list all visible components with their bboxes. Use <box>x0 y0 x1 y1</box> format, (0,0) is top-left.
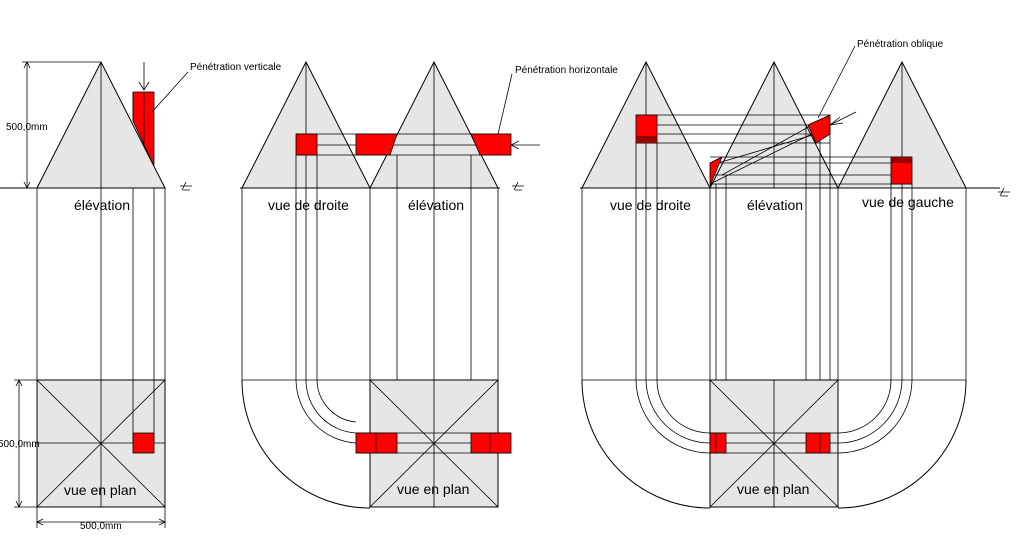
panel-vertical-penetration: Pénétration verticale 500,0mm 500,0mm 50… <box>0 60 282 532</box>
horizontal-prism-plan-entry <box>355 432 398 454</box>
label-left-view-3: vue de gauche <box>862 194 954 210</box>
label-plan-2: vue en plan <box>397 481 469 497</box>
label-elevation-1: élévation <box>74 197 130 213</box>
annotation-vertical: Pénétration verticale <box>190 62 282 73</box>
oblique-prism-plan-entry <box>709 432 727 454</box>
label-plan-3: vue en plan <box>737 481 809 497</box>
label-elevation-2: élévation <box>408 197 464 213</box>
annotation-oblique: Pénétration oblique <box>857 39 944 50</box>
panel-horizontal-penetration: Pénétration horizontale vue de droite él… <box>240 60 618 509</box>
rotation-arc-outer <box>241 379 371 509</box>
oblique-prism-plan-exit <box>805 432 831 454</box>
horizontal-prism-entry <box>355 133 398 156</box>
horizontal-prism-right-view <box>295 133 318 156</box>
label-plan-1: vue en plan <box>64 482 136 498</box>
rotation-arc-right-outer <box>837 379 967 509</box>
vertical-prism-plan <box>132 432 155 454</box>
horizontal-prism-exit <box>470 133 512 156</box>
dimension-depth-label: 500,0mm <box>0 439 40 450</box>
horizontal-prism-plan-exit <box>470 432 512 454</box>
label-right-view-2: vue de droite <box>268 197 349 213</box>
dimension-width-label: 500,0mm <box>80 521 122 532</box>
ground-line-markers <box>180 181 1010 197</box>
annotation-horizontal: Pénétration horizontale <box>515 65 618 76</box>
rotation-arc-left-outer <box>581 379 711 509</box>
panel-oblique-penetration: Pénétration oblique <box>580 39 1000 509</box>
dimension-height-label: 500,0mm <box>6 122 48 133</box>
oblique-prism-entry <box>709 156 723 187</box>
label-right-view-3: vue de droite <box>610 197 691 213</box>
label-elevation-3: élévation <box>747 197 803 213</box>
